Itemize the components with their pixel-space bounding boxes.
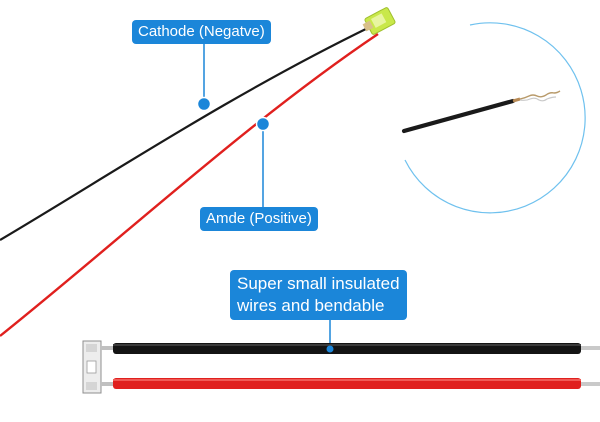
feature-label-line-1: Super small insulated: [237, 274, 400, 293]
anode-marker-dot: [255, 116, 271, 132]
magnified-wire-tip: [401, 90, 561, 134]
straight-wire-samples: [82, 340, 600, 394]
negative-wire: [0, 25, 373, 241]
feature-label-line-2: wires and bendable: [237, 296, 385, 315]
feature-marker-dot: [326, 345, 334, 353]
cathode-label: Cathode (Negatve): [132, 20, 271, 44]
cathode-marker-dot: [196, 96, 212, 112]
positive-wire: [0, 33, 379, 337]
led-chip-icon: [362, 7, 396, 35]
magnifier-circle: [404, 22, 586, 214]
feature-label: Super small insulated wires and bendable: [230, 270, 407, 320]
anode-label: Amde (Positive): [200, 207, 318, 231]
